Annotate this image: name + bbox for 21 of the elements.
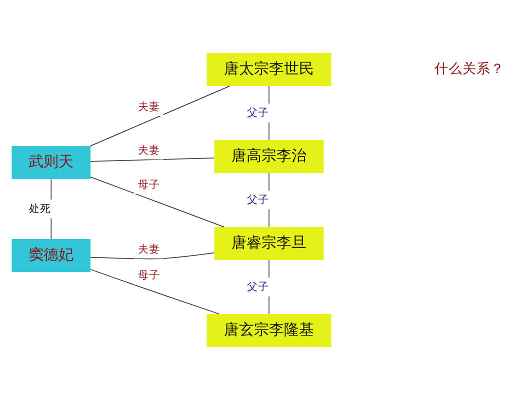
- connector: [90, 176, 224, 228]
- edge-label: 父子: [246, 107, 269, 120]
- node-box: 窦德妃: [12, 239, 90, 272]
- edge-label: 母子: [138, 178, 160, 191]
- node-box: 武则天: [12, 146, 90, 179]
- connector: [90, 252, 215, 260]
- label: 什么关系？: [434, 60, 505, 77]
- node-box: 唐太宗李世民: [206, 53, 332, 86]
- connector: [90, 269, 220, 314]
- edge-label: 母子: [138, 270, 160, 282]
- connector: [90, 158, 214, 162]
- edge-label: 夫妻: [138, 243, 160, 256]
- edge-label: 父子: [246, 194, 269, 206]
- edge-label: 夫妻: [138, 144, 160, 156]
- node-box: 唐睿宗李旦: [214, 227, 324, 260]
- node-box: 唐高宗李治: [214, 140, 324, 173]
- edge-label: 父子: [246, 281, 269, 294]
- connector: [90, 86, 230, 146]
- node-box: 唐玄宗李隆基: [206, 314, 332, 347]
- edge-label: 夫妻: [138, 100, 160, 113]
- edge-label: 处死: [29, 203, 51, 216]
